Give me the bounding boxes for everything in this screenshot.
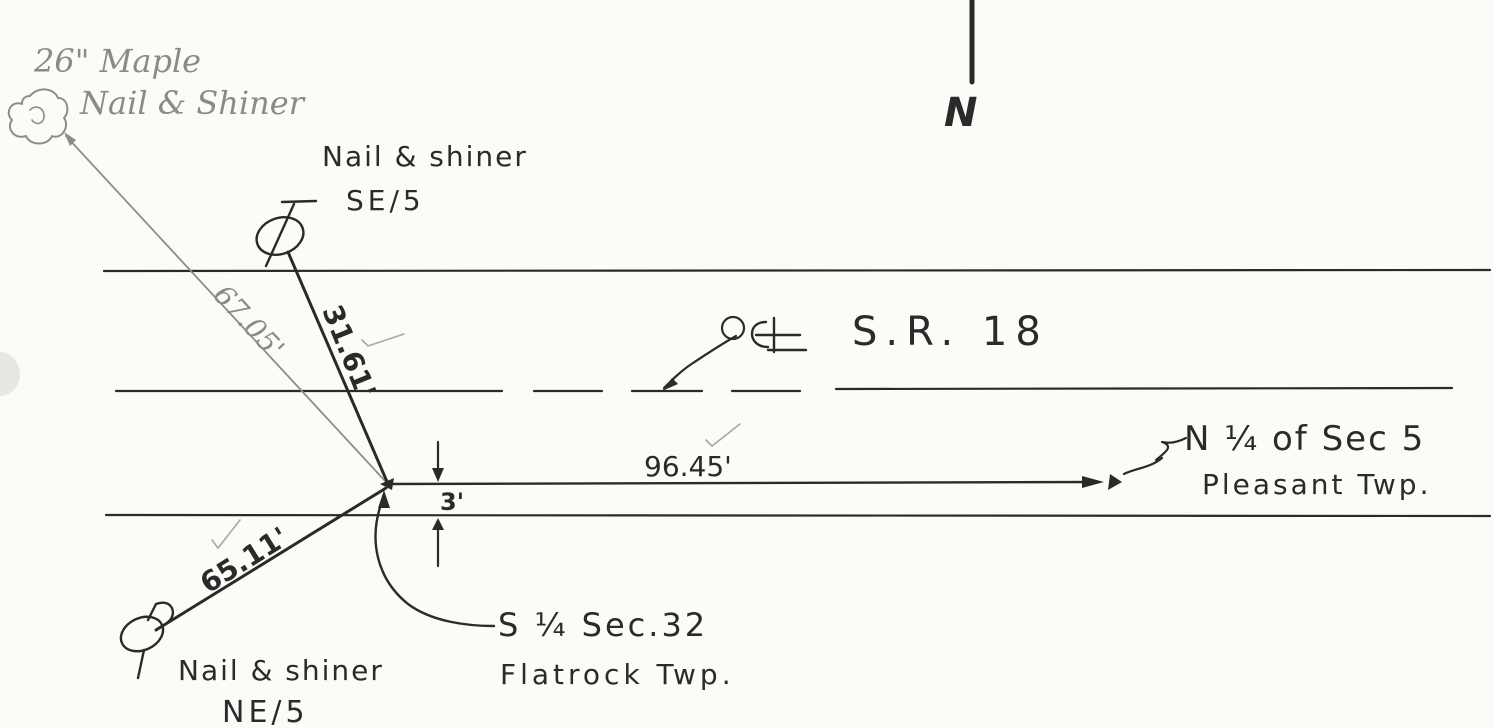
- s-quarter-label-line1: S ¼ Sec.32: [498, 606, 708, 644]
- se-monument: Nail & shiner SE/5: [255, 140, 528, 268]
- offset-dimension: 3': [432, 440, 464, 568]
- measurement-to-se: 31.61': [316, 300, 383, 402]
- measurement-offset: 3': [440, 488, 464, 516]
- punch-hole: [0, 352, 20, 396]
- monument-symbol-icon: [119, 601, 175, 680]
- s-quarter-label-line2: Flatrock Twp.: [500, 658, 735, 691]
- centerline-symbol-icon: [750, 316, 808, 354]
- check-mark: [361, 333, 405, 347]
- road-label: S.R. 18: [852, 309, 1049, 355]
- measurement-to-n-quarter: 96.45': [644, 450, 732, 483]
- ne-monument: 65.11' Nail & shiner NE/5: [119, 486, 388, 728]
- n-quarter-label-line1: N ¼ of Sec 5: [1184, 419, 1425, 459]
- monument-symbol-icon: [255, 199, 318, 268]
- tree-symbol-icon: [7, 88, 69, 145]
- north-arrow: N: [944, 0, 977, 136]
- maple-reference: 26" Maple Nail & Shiner: [7, 42, 306, 145]
- road-lines: [102, 268, 1492, 518]
- measurement-to-maple: 67.05': [207, 278, 291, 365]
- measurement-to-ne: 65.11': [194, 520, 294, 599]
- road-leader: [662, 334, 738, 390]
- se-label-line2: SE/5: [346, 184, 425, 217]
- ne-label-line2: NE/5: [222, 695, 309, 728]
- maple-label-line2: Nail & Shiner: [79, 84, 306, 122]
- road-edge-south: [104, 513, 1492, 518]
- north-label: N: [944, 90, 977, 136]
- se-label-line1: Nail & shiner: [322, 140, 528, 173]
- road-label-group: S.R. 18: [662, 309, 1049, 391]
- road-centerline: [114, 386, 1454, 393]
- s-quarter-label-group: S ¼ Sec.32 Flatrock Twp.: [374, 490, 735, 691]
- section-corner: 96.45': [380, 423, 1122, 490]
- maple-label-line1: 26" Maple: [33, 42, 201, 80]
- n-quarter-label-line2: Pleasant Twp.: [1202, 468, 1431, 501]
- n-quarter-label-group: N ¼ of Sec 5 Pleasant Twp.: [1122, 419, 1431, 501]
- road-edge-north: [102, 268, 1492, 273]
- ne-label-line1: Nail & shiner: [178, 654, 384, 687]
- tie-line-se: 31.61': [286, 250, 405, 486]
